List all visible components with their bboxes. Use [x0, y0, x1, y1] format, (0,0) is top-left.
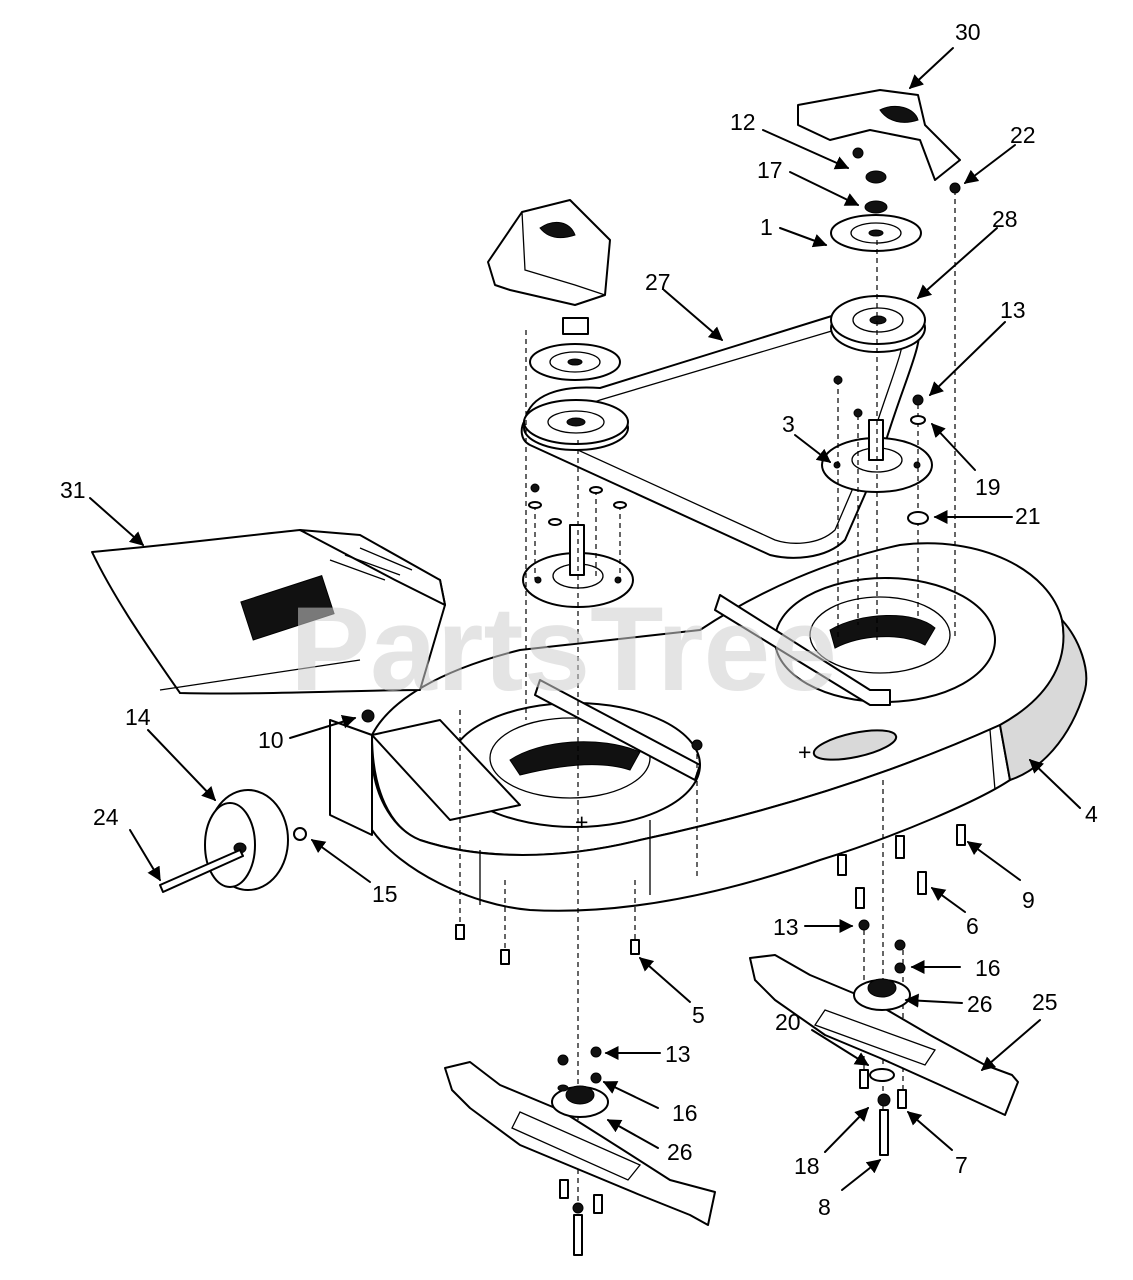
callout-27: 27 [645, 269, 671, 295]
callout-26-left: 26 [667, 1139, 693, 1165]
callout-12: 12 [730, 109, 756, 135]
svg-text:+: + [798, 739, 811, 765]
callout-22: 22 [1010, 122, 1036, 148]
callout-10: 10 [258, 727, 284, 753]
callout-16-right: 16 [975, 955, 1001, 981]
deck-housing: + + [329, 542, 1088, 912]
blade-right [749, 954, 1019, 1116]
callout-13-mid: 13 [773, 914, 799, 940]
callout-6: 6 [966, 913, 979, 939]
callout-21: 21 [1015, 503, 1041, 529]
pulley-28 [830, 295, 926, 353]
gauge-wheel [159, 789, 307, 893]
callout-3: 3 [782, 411, 795, 437]
leader-arrows [89, 47, 1081, 1191]
callout-14: 14 [125, 704, 151, 730]
callout-26-right: 26 [967, 991, 993, 1017]
belt-guard-30 [797, 89, 961, 181]
callout-15: 15 [372, 881, 398, 907]
callout-19: 19 [975, 474, 1001, 500]
nut-10 [361, 709, 375, 723]
pulley-1 [830, 214, 922, 252]
svg-text:+: + [575, 809, 588, 835]
callout-25: 25 [1032, 989, 1058, 1015]
callout-8: 8 [818, 1194, 831, 1220]
callout-labels: 30 12 22 17 28 1 27 13 3 19 21 31 14 10 … [60, 19, 1098, 1220]
blade-left [444, 1061, 716, 1226]
belt-guard-left [487, 199, 611, 306]
callout-13-top: 13 [1000, 297, 1026, 323]
callout-28: 28 [992, 206, 1018, 232]
watermark: PartsTree [290, 582, 837, 716]
hardware [455, 182, 966, 1256]
idler-pulley-left [523, 399, 629, 451]
callout-20: 20 [775, 1009, 801, 1035]
callout-16-left: 16 [672, 1100, 698, 1126]
callout-30: 30 [955, 19, 981, 45]
callout-13-low: 13 [665, 1041, 691, 1067]
discharge-chute [91, 529, 446, 695]
callout-31: 31 [60, 477, 86, 503]
callout-7: 7 [955, 1152, 968, 1178]
nut-12-washer-17 [852, 147, 888, 214]
callout-17: 17 [757, 157, 783, 183]
callout-18: 18 [794, 1153, 820, 1179]
callout-5: 5 [692, 1002, 705, 1028]
callout-24: 24 [93, 804, 119, 830]
idler-pulley-left-upper [529, 317, 621, 381]
callout-9: 9 [1022, 887, 1035, 913]
callout-1: 1 [760, 214, 773, 240]
callout-4: 4 [1085, 801, 1098, 827]
